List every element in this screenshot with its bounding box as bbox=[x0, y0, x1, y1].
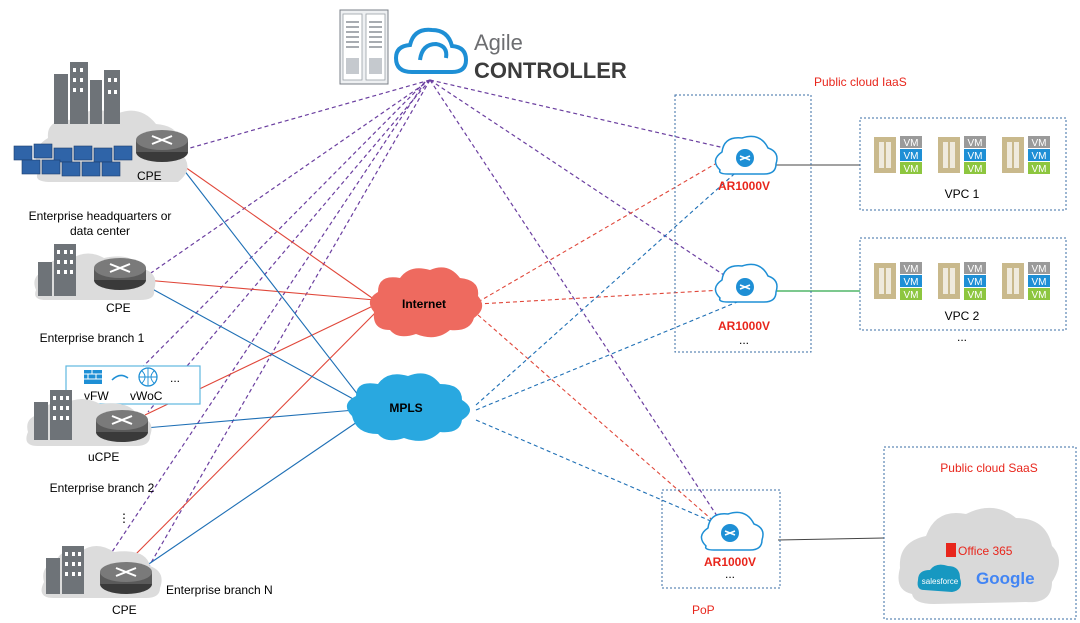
office-365-text: Office 365 bbox=[958, 544, 1013, 558]
internet-cloud-links bbox=[477, 159, 723, 526]
svg-text:VM: VM bbox=[968, 277, 983, 288]
internet-cloud: Internet bbox=[369, 267, 483, 338]
svg-text:VM: VM bbox=[1032, 151, 1047, 162]
hq-label-line2: data center bbox=[70, 224, 130, 238]
pop: AR1000V ... PoP bbox=[661, 489, 781, 617]
more-branches-ellipsis: ⋮ bbox=[118, 511, 130, 525]
svg-text:VM: VM bbox=[1032, 290, 1047, 301]
saas-container bbox=[883, 446, 1077, 620]
pop-gateway-label: AR1000V bbox=[704, 555, 756, 569]
svg-text:VM: VM bbox=[1032, 277, 1047, 288]
branch-n-device-label: CPE bbox=[112, 603, 137, 617]
branch-n-router-icon bbox=[100, 562, 152, 594]
svg-text:VM: VM bbox=[1032, 164, 1047, 175]
hq-device-label: CPE bbox=[137, 169, 162, 183]
svg-text:VM: VM bbox=[968, 151, 983, 162]
hq-router-icon bbox=[136, 130, 188, 162]
mpls-links bbox=[139, 164, 363, 571]
agile-controller-logo: Agile CONTROLLER bbox=[393, 27, 627, 83]
svg-text:VM: VM bbox=[1032, 264, 1047, 275]
firewall-icon bbox=[84, 370, 102, 384]
salesforce-text: salesforce bbox=[922, 577, 959, 586]
controller-server-icon bbox=[339, 9, 389, 85]
svg-text:VM: VM bbox=[904, 277, 919, 288]
vpc-2: VM VM VM VM VM VM VM VM VM VPC 2 ... bbox=[859, 237, 1067, 344]
iaas-gateway-2: AR1000V ... bbox=[714, 263, 778, 347]
iaas-title: Public cloud IaaS bbox=[814, 75, 907, 89]
hq-buildings-icon bbox=[54, 62, 120, 124]
mpls-cloud: MPLS bbox=[346, 373, 470, 441]
svg-text:VM: VM bbox=[968, 164, 983, 175]
site-hq: CPE Enterprise headquarters or data cent… bbox=[13, 62, 188, 238]
vpc-1-vm-group-2: VM VM VM bbox=[938, 136, 986, 175]
office-365-logo: Office 365 bbox=[946, 543, 1013, 558]
controller-links bbox=[89, 79, 743, 571]
vpc-1-label: VPC 1 bbox=[945, 187, 980, 201]
branch-n-label: Enterprise branch N bbox=[166, 583, 273, 597]
vpc-2-vm-group-1: VM VM VM bbox=[874, 262, 922, 301]
vpc-links bbox=[768, 164, 885, 541]
vpc-2-label: VPC 2 bbox=[945, 309, 980, 323]
saas-title: Public cloud SaaS bbox=[940, 461, 1037, 475]
vpc-2-vm-group-3: VM VM VM bbox=[1002, 262, 1050, 301]
branch-1-building-icon bbox=[38, 244, 76, 296]
branch-1-router-icon bbox=[94, 258, 146, 290]
site-branch-2: ... vFW vWoC uCPE Enterprise branch 2 bbox=[26, 365, 201, 495]
site-branch-1: CPE Enterprise branch 1 bbox=[34, 244, 156, 345]
branch-2-label: Enterprise branch 2 bbox=[50, 481, 155, 495]
wan-optimization-icon bbox=[111, 367, 158, 387]
svg-text:VM: VM bbox=[904, 164, 919, 175]
hq-label: Enterprise headquarters or bbox=[29, 209, 172, 223]
pop-more: ... bbox=[725, 567, 735, 581]
svg-text:VM: VM bbox=[1032, 138, 1047, 149]
vfw-label: vFW bbox=[84, 389, 109, 403]
mpls-label: MPLS bbox=[389, 401, 422, 415]
svg-text:VM: VM bbox=[904, 290, 919, 301]
iaas-gateway-1-label: AR1000V bbox=[718, 179, 770, 193]
mpls-cloud-links bbox=[475, 166, 743, 526]
branch-1-label: Enterprise branch 1 bbox=[40, 331, 145, 345]
branch-n-building-icon bbox=[46, 546, 84, 594]
vwoc-label: vWoC bbox=[130, 389, 163, 403]
hq-servers-icon bbox=[13, 143, 133, 177]
google-text: Google bbox=[976, 569, 1035, 588]
svg-text:VM: VM bbox=[968, 264, 983, 275]
iaas-gateway-1: AR1000V bbox=[714, 135, 778, 193]
branch-2-device-label: uCPE bbox=[88, 450, 119, 464]
branch-2-building-icon bbox=[34, 390, 72, 440]
svg-text:VM: VM bbox=[904, 151, 919, 162]
vpc-1-vm-group-3: VM VM VM bbox=[1002, 136, 1050, 175]
iaas-gateway-2-label: AR1000V bbox=[718, 319, 770, 333]
svg-text:VM: VM bbox=[904, 138, 919, 149]
saas: Public cloud SaaS Office 365 salesforce … bbox=[883, 446, 1077, 620]
svg-text:VM: VM bbox=[904, 264, 919, 275]
vpc-1: VM VM VM VM VM VM VM VM VM VPC 1 bbox=[859, 117, 1067, 211]
site-branch-n: CPE Enterprise branch N bbox=[41, 546, 273, 617]
pop-title: PoP bbox=[692, 603, 715, 617]
vpc-1-vm-group-1: VM VM VM bbox=[874, 136, 922, 175]
iaas-container bbox=[674, 94, 812, 353]
controller-text: CONTROLLER bbox=[474, 58, 627, 83]
svg-text:VM: VM bbox=[968, 138, 983, 149]
agile-text: Agile bbox=[474, 30, 523, 55]
iaas-gateway-more: ... bbox=[739, 333, 749, 347]
vpc-more: ... bbox=[957, 330, 967, 344]
vnf-more: ... bbox=[170, 371, 180, 385]
branch-2-router-icon bbox=[96, 410, 148, 442]
svg-text:VM: VM bbox=[968, 290, 983, 301]
vpc-2-vm-group-2: VM VM VM bbox=[938, 262, 986, 301]
vnf-box bbox=[65, 365, 201, 405]
branch-1-device-label: CPE bbox=[106, 301, 131, 315]
salesforce-logo: salesforce bbox=[917, 564, 961, 592]
internet-label: Internet bbox=[402, 297, 446, 311]
